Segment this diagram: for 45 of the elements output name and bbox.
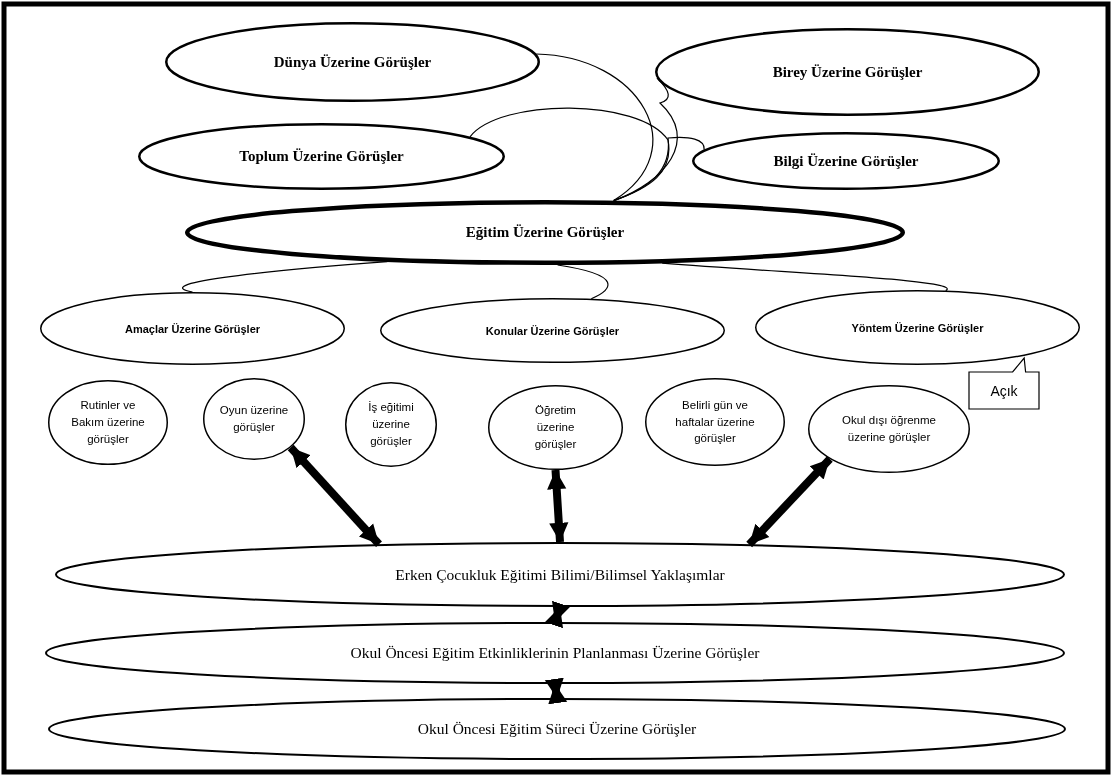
connector-line <box>613 136 705 202</box>
node-label: İş eğitimi üzerine görüşler <box>367 400 415 449</box>
ellipse-node <box>808 385 970 473</box>
node-label: Eğitim Üzerine Görüşler <box>465 224 625 241</box>
node-label: Bilgi Üzerine Görüşler <box>773 152 919 170</box>
ellipse-node <box>165 22 540 102</box>
callout-box <box>968 357 1040 410</box>
ellipse-node <box>48 380 168 465</box>
double-arrow <box>544 677 568 705</box>
ellipse-node <box>48 698 1066 760</box>
node-label: Açık <box>990 383 1018 399</box>
connector-line <box>557 264 609 300</box>
double-arrow <box>746 456 833 548</box>
ellipse-node <box>655 28 1040 116</box>
node-label: Yöntem Üzerine Görüşler <box>851 321 984 334</box>
ellipse-node <box>185 200 905 265</box>
ellipse-node <box>692 132 1000 190</box>
ellipse-node <box>380 298 725 363</box>
node-label: Amaçlar Üzerine Görüşler <box>124 322 261 335</box>
node-label: Okul Öncesi Eğitim Süreci Üzerine Görüşler <box>417 720 697 738</box>
ellipse-node <box>345 382 437 467</box>
double-arrow <box>547 469 569 543</box>
double-arrow <box>287 444 382 547</box>
ellipse-node <box>488 385 623 470</box>
ellipse-node <box>203 378 305 460</box>
node-label: Dünya Üzerine Görüşler <box>273 53 432 71</box>
connector-line <box>661 262 948 292</box>
ellipse-node <box>645 378 785 466</box>
ellipse-node <box>45 622 1065 684</box>
ellipse-node <box>55 542 1065 607</box>
node-label: Konular Üzerine Görüşler <box>485 324 620 337</box>
node-label: Okul Öncesi Eğitim Etkinliklerinin Planlanması Üzerine Görüşler <box>350 644 760 662</box>
node-label: Okul dışı öğrenme üzerine görüşler <box>841 413 937 445</box>
node-label: Oyun üzerine görüşler <box>218 403 290 435</box>
ellipse-node <box>40 292 345 365</box>
node-label: Toplum Üzerine Görüşler <box>239 148 404 165</box>
node-label: Rutinler ve Bakım üzerine görüşler <box>70 398 146 447</box>
double-arrow <box>544 600 571 629</box>
node-label: Öğretim üzerine görüşler <box>533 403 578 452</box>
ellipse-node <box>138 123 505 190</box>
connector-line <box>535 53 654 202</box>
node-label: Erken Çocukluk Eğitimi Bilimi/Bilimsel Yaklaşımlar <box>395 565 725 584</box>
node-label: Belirli gün ve haftalar üzerine görüşler <box>674 398 756 447</box>
node-label: Birey Üzerine Görüşler <box>772 63 923 81</box>
ellipse-node <box>755 290 1080 365</box>
